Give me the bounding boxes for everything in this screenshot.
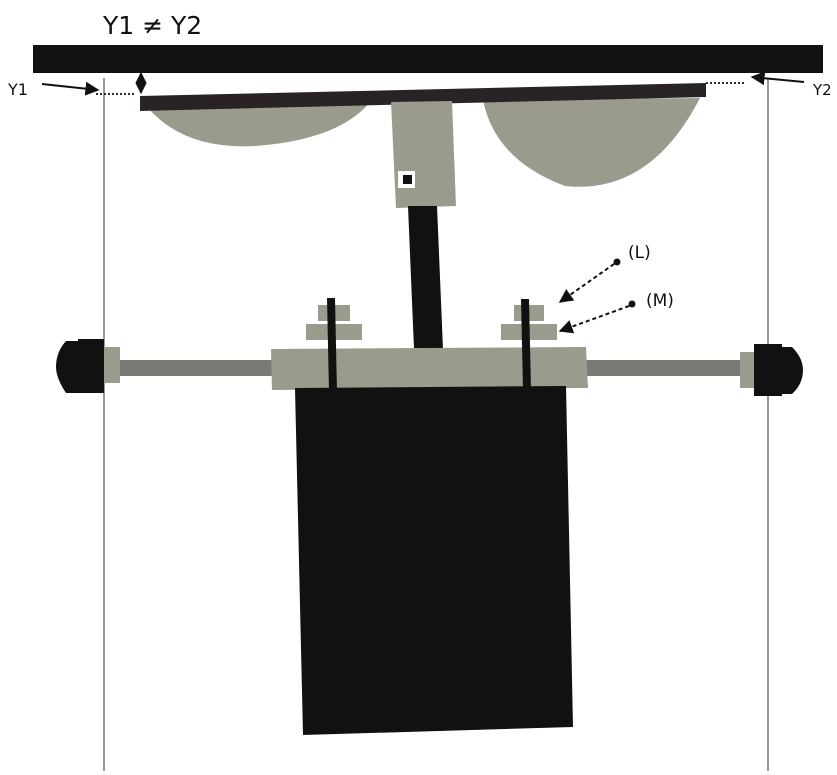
left-bowl xyxy=(148,100,372,147)
right-bowl xyxy=(483,98,700,187)
hanging-rod xyxy=(408,206,443,349)
left-end-cap xyxy=(78,339,104,393)
y2-arrow xyxy=(750,71,805,86)
m-label: (M) xyxy=(646,291,674,311)
y1-arrow xyxy=(41,81,100,96)
m-dashed-arrow xyxy=(558,305,630,334)
right-end-collar xyxy=(740,352,754,388)
right-end-cap xyxy=(754,344,782,396)
bracket-pin xyxy=(403,175,412,184)
central-mount-block xyxy=(271,347,588,390)
left-bolt-shaft xyxy=(327,298,337,392)
hanging-load-box xyxy=(295,386,573,735)
right-bolt-shaft xyxy=(521,299,531,390)
tilted-beam xyxy=(140,83,706,111)
y2-label: Y2 xyxy=(812,81,832,99)
l-label: (L) xyxy=(628,243,651,263)
m-marker-dot xyxy=(628,300,636,308)
hanger-bracket xyxy=(391,101,456,208)
left-end-collar xyxy=(104,347,120,383)
right-end-knob xyxy=(780,347,803,394)
top-fixed-bar xyxy=(33,45,823,73)
left-end-knob xyxy=(56,341,80,393)
l-dashed-arrow xyxy=(558,263,615,303)
l-marker-dot xyxy=(613,258,621,266)
y1-label: Y1 xyxy=(7,80,28,99)
title-text: Y1 ≠ Y2 xyxy=(102,11,202,40)
